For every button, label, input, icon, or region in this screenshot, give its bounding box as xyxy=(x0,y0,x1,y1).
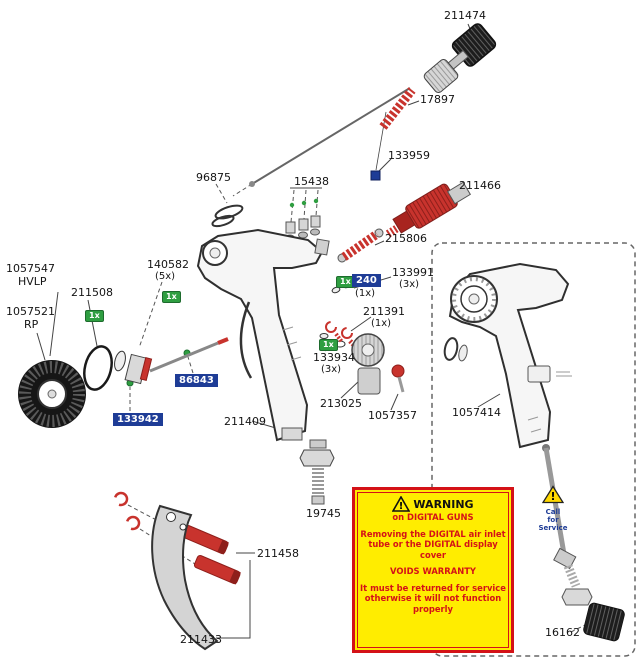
part-label-211391: 211391 xyxy=(363,305,405,318)
part-label-213025: 213025 xyxy=(320,397,362,410)
variant-label-rp: RP xyxy=(24,318,39,331)
part-96875-graphic xyxy=(211,204,244,228)
service-warning-triangle-icon: ! xyxy=(541,485,565,504)
warning-box: ! WARNING on DIGITAL GUNS Removing the D… xyxy=(352,487,514,653)
part-1057357-graphic xyxy=(391,364,405,393)
part-label-19745: 19745 xyxy=(306,507,341,520)
warning-line: on DIGITAL GUNS xyxy=(392,512,474,522)
part-label-211466: 211466 xyxy=(459,179,501,192)
part-label-17897: 17897 xyxy=(420,93,455,106)
part-label-1057414: 1057414 xyxy=(452,406,501,419)
part-17897-graphic xyxy=(249,87,416,187)
svg-text:!: ! xyxy=(399,501,404,512)
qty-badge-140582: 1x xyxy=(162,291,181,303)
part-label-211409: 211409 xyxy=(224,415,266,428)
part-label-133942: 133942 xyxy=(113,413,163,426)
part-133934-graphic xyxy=(319,321,344,344)
service-note-line: Service xyxy=(538,524,568,532)
part-label-140582: 140582 xyxy=(147,258,189,271)
part-211466-graphic xyxy=(385,181,472,238)
part-label-86843: 86843 xyxy=(175,374,218,387)
trigger-assembly-graphic xyxy=(113,491,241,651)
part-label-133959: 133959 xyxy=(388,149,430,162)
part-label-1057357: 1057357 xyxy=(368,409,417,422)
qty-badge-133934: 1x xyxy=(319,339,338,351)
service-note-line: for xyxy=(547,516,559,524)
part-label-240: 240 xyxy=(352,274,381,287)
warning-line: VOIDS WARRANTY xyxy=(390,566,476,576)
warning-header: ! WARNING xyxy=(358,496,508,512)
svg-text:!: ! xyxy=(550,490,555,503)
part-label-1057521: 1057521 xyxy=(6,305,55,318)
part-label-96875: 96875 xyxy=(196,171,231,184)
part-140582-nozzle-graphic xyxy=(114,337,229,385)
warning-line: It must be returned for service xyxy=(360,582,506,593)
warning-title: WARNING xyxy=(413,497,474,511)
part-label-1057547: 1057547 xyxy=(6,262,55,275)
warning-line: Removing the DIGITAL air inlet xyxy=(360,528,506,539)
call-for-service-note: ! Call for Service xyxy=(531,485,575,532)
part-211474-graphic xyxy=(423,23,497,94)
right-gun-graphic xyxy=(443,262,572,449)
warning-line: tube or the DIGITAL display cover xyxy=(368,539,498,560)
part-label-215806: 215806 xyxy=(385,232,427,245)
qty-badge-211508: 1x xyxy=(85,310,104,322)
part-label-211474: 211474 xyxy=(444,9,486,22)
qty-badge-240: 1x xyxy=(336,276,355,288)
part-label-16162: 16162 xyxy=(545,626,580,639)
part-215806-graphic xyxy=(337,228,384,263)
warning-line: otherwise it will not function xyxy=(364,593,502,603)
part-19745-graphic xyxy=(299,439,335,505)
part-133959-graphic xyxy=(370,170,381,181)
variant-label-hvlp: HVLP xyxy=(18,275,47,288)
part-label-211458: 211458 xyxy=(257,547,299,560)
main-gun-body-graphic xyxy=(196,228,330,442)
part-213025-graphic xyxy=(351,333,385,395)
part-label-133934: 133934 xyxy=(313,351,355,364)
part-label-211508: 211508 xyxy=(71,286,113,299)
warning-triangle-icon: ! xyxy=(392,496,411,512)
part-qty-240: (1x) xyxy=(355,288,376,299)
part-qty-133991: (3x) xyxy=(399,279,420,290)
service-note-line: Call xyxy=(545,508,561,516)
part-qty-133934: (3x) xyxy=(321,364,342,375)
part-qty-211391: (1x) xyxy=(371,318,392,329)
part-label-211433: 211433 xyxy=(180,633,222,646)
part-label-133991: 133991 xyxy=(392,266,434,279)
part-label-15438: 15438 xyxy=(294,175,329,188)
right-detail-box xyxy=(431,242,636,657)
warning-box-inner: ! WARNING on DIGITAL GUNS Removing the D… xyxy=(357,492,509,648)
part-qty-140582: (5x) xyxy=(155,271,176,282)
air-cap-ring-graphic xyxy=(18,360,86,428)
part-211508-oring-graphic xyxy=(83,345,113,391)
warning-line: properly xyxy=(412,603,453,614)
